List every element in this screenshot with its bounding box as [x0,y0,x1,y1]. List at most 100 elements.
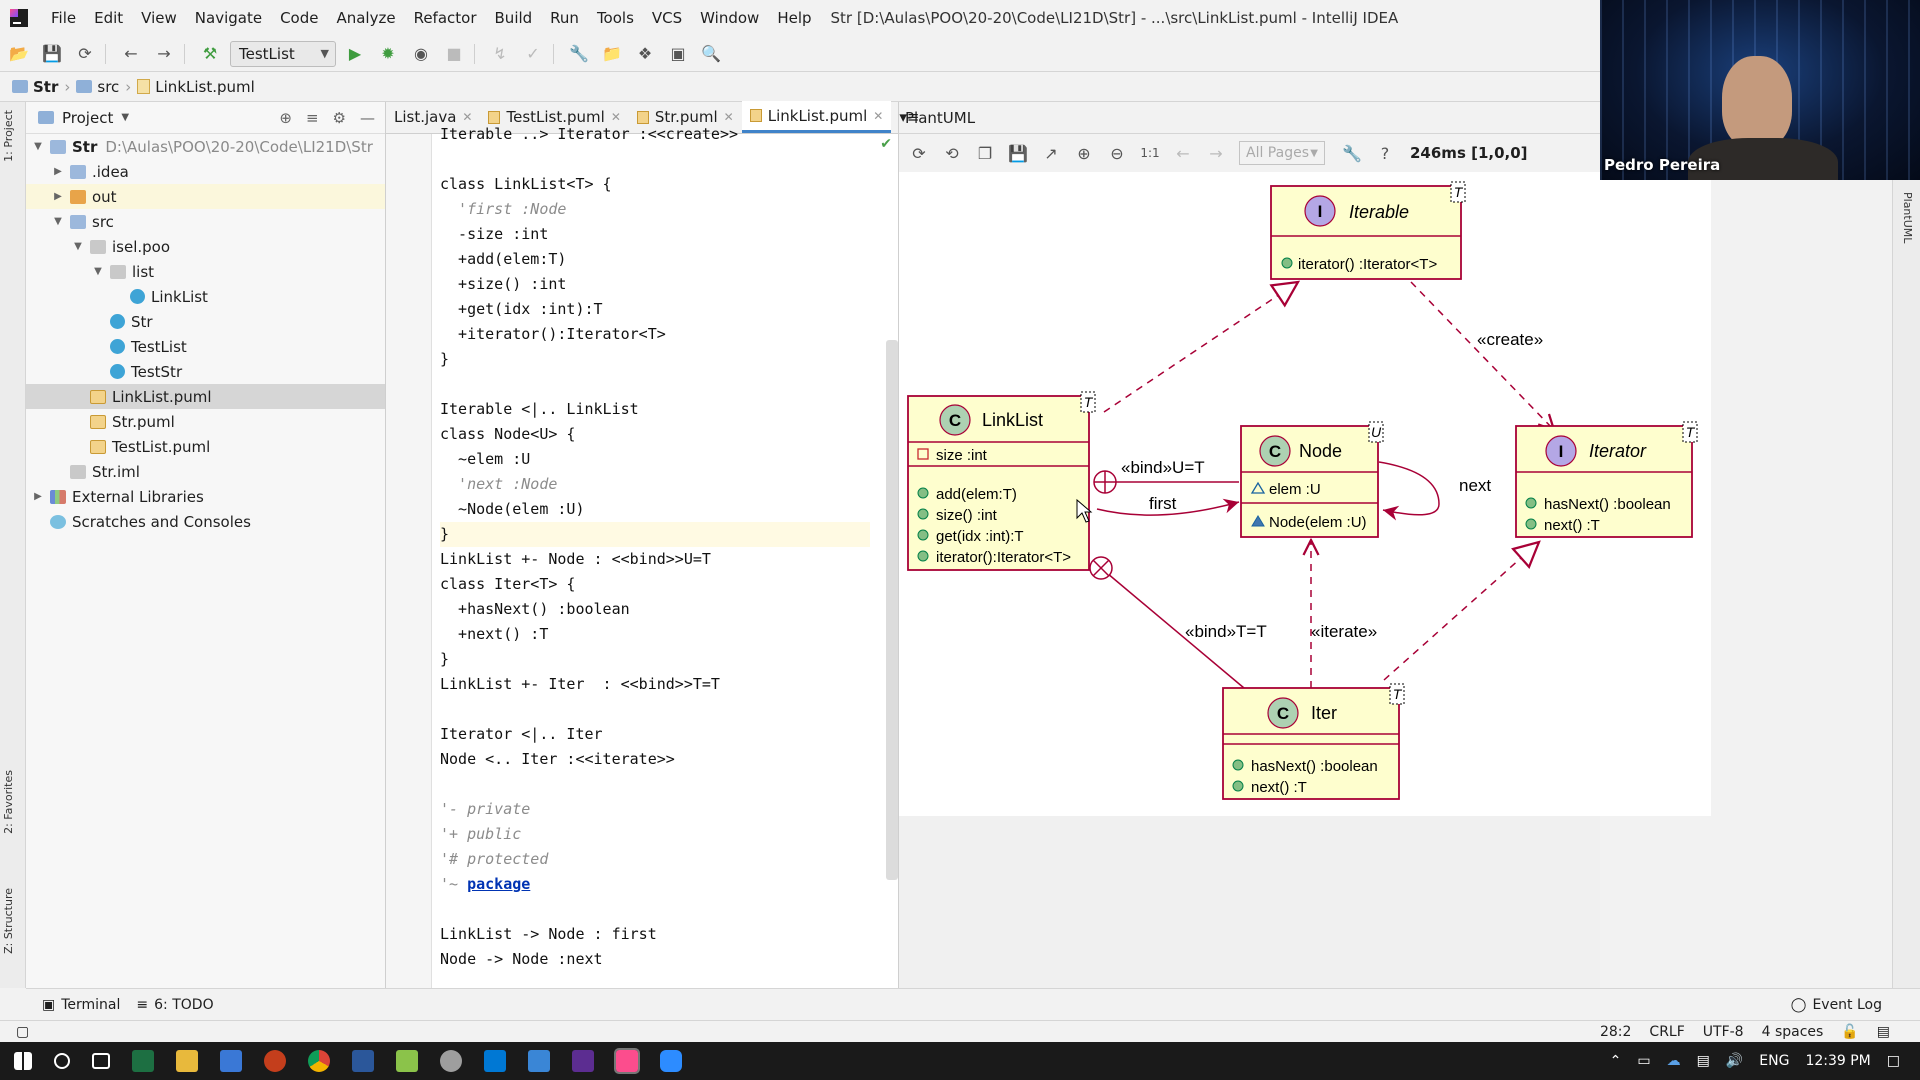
search-icon[interactable]: 🔍 [701,44,721,63]
menu-run[interactable]: Run [550,9,579,27]
clock[interactable]: 12:39 PM [1805,1053,1871,1069]
help-icon[interactable]: ? [1380,143,1390,163]
run-config-select[interactable]: TestList ▼ [230,40,336,67]
project-structure-icon[interactable]: 📁 [602,44,622,63]
menu-view[interactable]: View [141,9,177,27]
menu-navigate[interactable]: Navigate [194,9,263,27]
tree-item-testlist[interactable]: TestList [26,334,385,359]
back-icon[interactable]: ← [124,44,138,63]
expand-arrow-icon[interactable]: ▼ [74,241,82,252]
terminal-window-icon[interactable]: ▣ [670,44,686,63]
vcs-update-icon[interactable]: ↯ [493,44,507,63]
copy-icon[interactable]: ❐ [977,143,993,163]
event-log-button[interactable]: ◯ Event Log [1790,996,1882,1013]
tree-item-list[interactable]: ▼ list [26,259,385,284]
tree-item-teststr[interactable]: TestStr [26,359,385,384]
tree-item-src[interactable]: ▼ src [26,209,385,234]
pages-select[interactable]: All Pages ▼ [1239,141,1325,165]
actual-size-icon[interactable]: 1:1 [1140,146,1160,160]
stop-icon[interactable]: ■ [446,44,462,63]
menu-help[interactable]: Help [777,9,812,27]
search-icon[interactable] [54,1053,70,1069]
collapse-arrow-icon[interactable]: ▶ [34,491,42,502]
chevron-down-icon[interactable]: ▼ [121,112,130,123]
hide-icon[interactable]: — [360,108,375,127]
editor-scrollbar[interactable] [886,340,898,880]
next-page-icon[interactable]: → [1209,143,1223,163]
notepad-icon[interactable] [396,1050,418,1072]
project-tool-button[interactable]: 1: Project [2,110,15,162]
file-explorer-icon[interactable] [176,1050,198,1072]
chrome-icon[interactable] [308,1050,330,1072]
menu-code[interactable]: Code [280,9,319,27]
refresh-icon[interactable]: ⟳ [912,143,926,163]
todo-tool-button[interactable]: ≡ 6: TODO [136,996,214,1013]
menu-file[interactable]: File [51,9,77,27]
tree-item-out[interactable]: ▶ out [26,184,385,209]
tree-item-str-class[interactable]: Str [26,309,385,334]
tree-item-linklist[interactable]: LinkList [26,284,385,309]
run-icon[interactable]: ▶ [348,44,362,63]
menu-analyze[interactable]: Analyze [336,9,396,27]
volume-icon[interactable]: 🔊 [1725,1053,1744,1069]
close-icon[interactable]: ✕ [610,110,621,124]
expand-arrow-icon[interactable]: ▼ [34,141,42,152]
external-open-icon[interactable]: ↗ [1044,143,1058,163]
menu-vcs[interactable]: VCS [651,9,683,27]
network-icon[interactable]: ▤ [1696,1053,1710,1069]
mail-icon[interactable] [484,1050,506,1072]
previous-page-icon[interactable]: ← [1176,143,1190,163]
menu-edit[interactable]: Edit [94,9,124,27]
tab-list-java[interactable]: List.java ✕ [394,108,473,126]
tab-linklist-puml[interactable]: LinkList.puml ✕ [741,101,892,133]
input-language[interactable]: ENG [1759,1053,1790,1069]
debug-icon[interactable]: ✹ [381,44,395,63]
powerpoint-icon[interactable] [264,1050,286,1072]
tree-item-str-iml[interactable]: Str.iml [26,459,385,484]
word-icon[interactable] [352,1050,374,1072]
settings-wrench-icon[interactable]: 🔧 [1342,143,1362,163]
zoom-icon[interactable] [660,1050,682,1072]
notifications-icon[interactable]: □ [1886,1053,1900,1069]
tab-overflow-menu[interactable]: ▾≡ [891,101,927,133]
indent-setting[interactable]: 4 spaces [1761,1023,1824,1040]
excel-icon[interactable] [132,1050,154,1072]
tree-item-isel-poo[interactable]: ▼ isel.poo [26,234,385,259]
calendar-icon[interactable] [528,1050,550,1072]
menu-window[interactable]: Window [700,9,760,27]
favorites-tool-button[interactable]: 2: Favorites [2,770,15,834]
terminal-tool-button[interactable]: ▣ Terminal [42,996,121,1013]
breadcrumb-item-str[interactable]: Str [12,78,58,96]
tree-item-external-libraries[interactable]: ▶ External Libraries [26,484,385,509]
tree-item-str[interactable]: ▼ Str D:\Aulas\POO\20-20\Code\LI21D\Str [26,134,385,159]
collapse-arrow-icon[interactable]: ▶ [54,191,62,202]
file-encoding[interactable]: UTF-8 [1702,1023,1744,1040]
settings-wrench-icon[interactable]: 🔧 [569,44,589,63]
expand-arrow-icon[interactable]: ▼ [54,216,62,227]
vcs-commit-icon[interactable]: ✓ [526,44,540,63]
structure-tool-button[interactable]: Z: Structure [2,888,15,954]
zoom-in-icon[interactable]: ⊕ [1077,143,1091,163]
caret-position[interactable]: 28:2 [1599,1023,1632,1040]
gear-icon[interactable]: ⚙ [332,108,346,127]
collapse-arrow-icon[interactable]: ▶ [54,166,62,177]
layout-toggle-icon[interactable]: ▢ [16,1023,30,1040]
package-keyword-link[interactable]: package [467,875,531,893]
plugin-icon[interactable]: ❖ [637,44,653,63]
open-folder-icon[interactable]: 📂 [9,44,29,63]
save-icon[interactable]: 💾 [42,44,62,63]
build-hammer-icon[interactable]: ⚒ [202,44,218,63]
forward-icon[interactable]: → [157,44,171,63]
task-view-icon[interactable] [92,1053,110,1069]
tree-item-linklist-puml[interactable]: LinkList.puml [26,384,385,409]
save-icon[interactable]: 💾 [1008,143,1028,163]
tab-str-puml[interactable]: Str.puml ✕ [629,101,742,133]
tree-item-str-puml[interactable]: Str.puml [26,409,385,434]
lock-icon[interactable]: 🔓 [1841,1023,1859,1040]
plantuml-preview[interactable]: «create» «bind»U=T first next «bind»T=T … [898,172,1711,988]
code-editor[interactable]: ✔ Iterable ..> Iterator :<<create>> clas… [386,125,898,988]
collapse-all-icon[interactable]: ≡ [305,108,319,127]
coverage-icon[interactable]: ◉ [414,44,428,63]
windows-start-icon[interactable] [14,1052,32,1070]
line-separator[interactable]: CRLF [1649,1023,1685,1040]
